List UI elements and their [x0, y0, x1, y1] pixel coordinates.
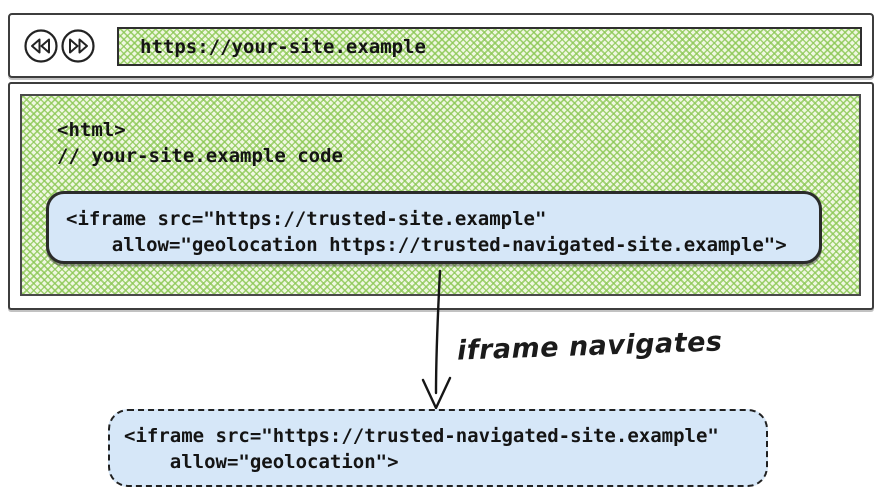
- url-text: https://your-site.example: [140, 35, 426, 58]
- arrow-label: iframe navigates: [456, 326, 723, 367]
- code-line: <iframe src="https://trusted-navigated-s…: [124, 425, 719, 447]
- forward-button[interactable]: [60, 28, 96, 64]
- browser-toolbar: https://your-site.example: [8, 13, 874, 78]
- page-content-area: <html> // your-site.example code <iframe…: [20, 94, 861, 296]
- fast-forward-icon: [61, 29, 95, 63]
- back-button[interactable]: [23, 28, 59, 64]
- code-line: allow="geolocation">: [124, 451, 399, 473]
- code-line: <iframe src="https://trusted-site.exampl…: [66, 208, 547, 230]
- rewind-icon: [24, 29, 58, 63]
- code-line: <html>: [57, 119, 126, 141]
- navigated-iframe-box: <iframe src="https://trusted-navigated-s…: [108, 409, 768, 487]
- page-source-code: <html> // your-site.example code: [57, 117, 343, 169]
- browser-window: <html> // your-site.example code <iframe…: [8, 82, 874, 310]
- code-line: // your-site.example code: [57, 145, 343, 167]
- code-line: allow="geolocation https://trusted-navig…: [66, 234, 787, 256]
- url-bar[interactable]: https://your-site.example: [117, 27, 862, 66]
- iframe-embed-box: <iframe src="https://trusted-site.exampl…: [46, 191, 822, 264]
